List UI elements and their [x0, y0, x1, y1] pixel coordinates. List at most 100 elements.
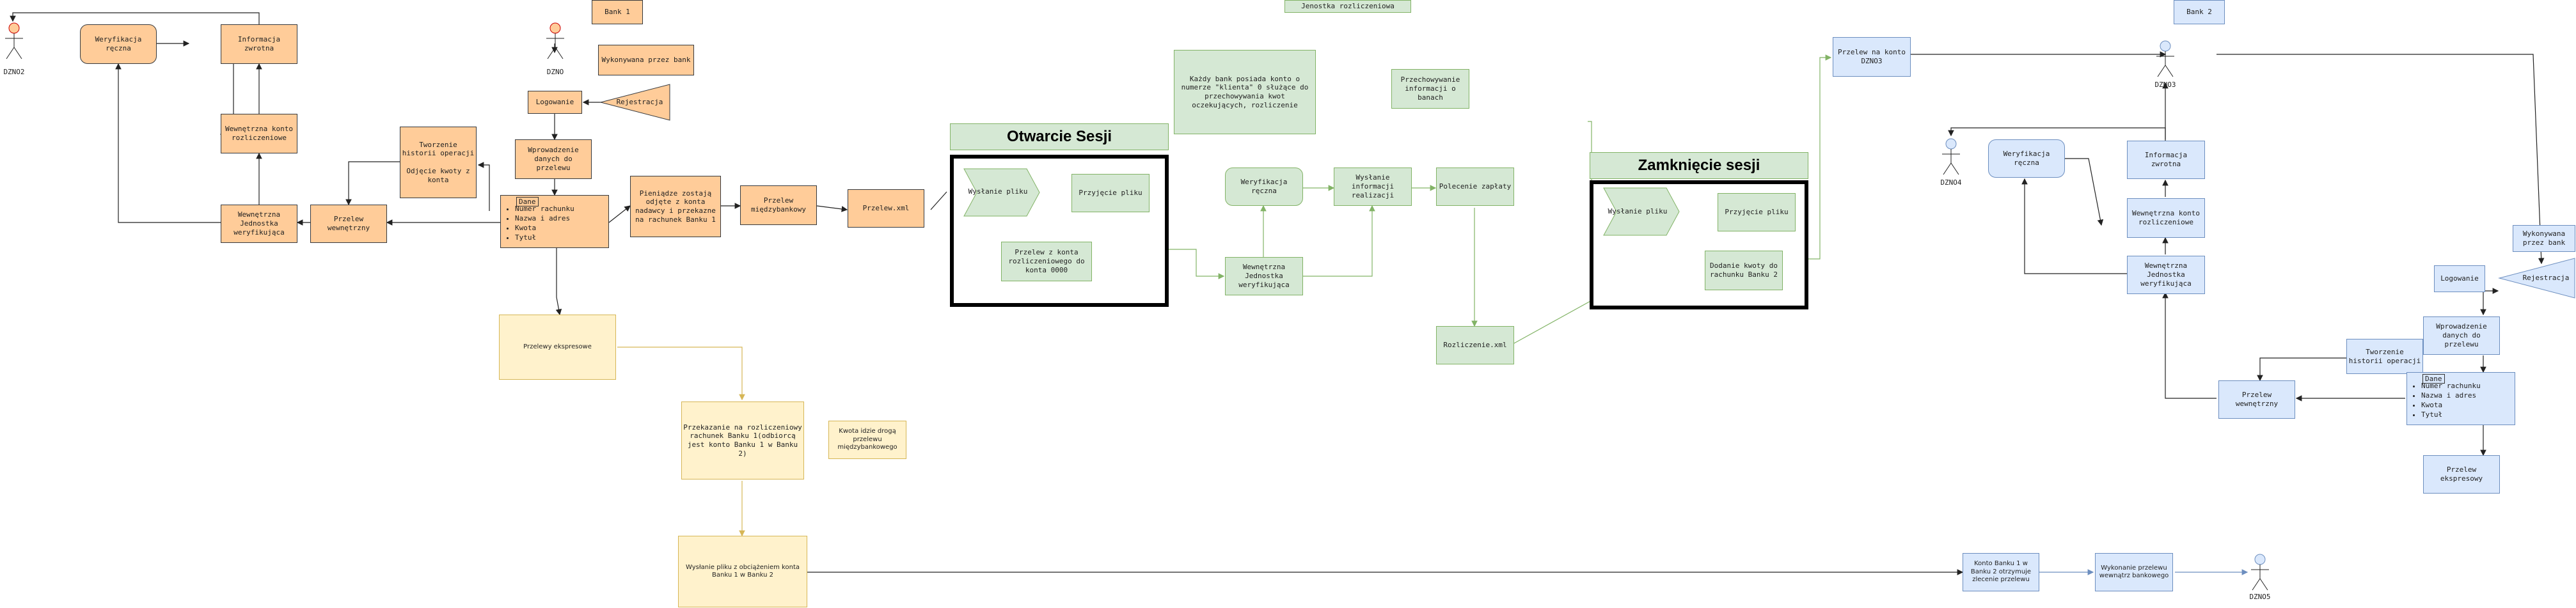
bank1-title: Bank 1	[592, 0, 643, 24]
dane-item: Tytuł	[515, 233, 604, 243]
b1-przelew-wewnetrzny[interactable]: Przelew wewnętrzny	[310, 205, 387, 243]
edge-hist-przelew2	[2257, 357, 2356, 382]
b1-informacja-zwrotna[interactable]: Informacja zwrotna	[221, 24, 297, 64]
b1-wewnetrzna-jednostka[interactable]: Wewnętrzna Jednostka weryfikująca	[221, 205, 297, 243]
b1-logowanie[interactable]: Logowanie	[528, 91, 582, 114]
b2-rejestracja-shape	[2498, 258, 2575, 299]
actor-dzno3: DZNO3	[2153, 40, 2178, 89]
edge-dane-pieniadze	[608, 205, 631, 223]
b1-wewnetrzna-konto[interactable]: Wewnętrzna konto rozliczeniowe	[221, 114, 297, 153]
b1-przelew-xml[interactable]: Przelew.xml	[848, 189, 924, 228]
edge-miedzy-xml	[816, 205, 848, 212]
edge-eksp-przek	[617, 347, 745, 401]
edge-info-dzno4	[1948, 127, 2166, 139]
actor-icon	[5, 22, 23, 59]
edge-close-przelewna	[1808, 54, 1832, 260]
b1-wykonywana-przez-bank[interactable]: Wykonywana przez bank	[598, 45, 694, 75]
b1-przekazanie[interactable]: Przekazanie na rozliczeniowy rachunek Ba…	[681, 401, 804, 479]
b2-informacja-zwrotna[interactable]: Informacja zwrotna	[2127, 141, 2205, 179]
actor-dzno: DZNO	[542, 22, 568, 76]
actor-label: DZNO5	[2249, 593, 2271, 601]
edge-jedn-weryf	[115, 63, 221, 223]
open-przelew-z-konta[interactable]: Przelew z konta rozliczeniowego do konta…	[1001, 242, 1092, 281]
edge-jedn-wysl	[1303, 205, 1375, 277]
close-wysylanie-pliku[interactable]: Wysłanie pliku	[1608, 207, 1668, 216]
b2-przelew-wewnetrzny[interactable]: Przelew wewnętrzny	[2218, 380, 2295, 419]
dane-header: Dane	[2422, 374, 2445, 384]
edge-dane-ekspres	[555, 248, 562, 316]
b2-logowanie[interactable]: Logowanie	[2434, 265, 2485, 292]
b1-dane-box: Dane Numer rachunku Nazwa i adres Kwota …	[500, 195, 609, 248]
actor-label: DZNO2	[3, 68, 25, 76]
b2-wewnetrzna-konto[interactable]: Wewnętrzna konto rozliczeniowe	[2127, 198, 2205, 238]
b1-wyslanie-pliku-ekspres[interactable]: Wysłanie pliku z obciążeniem konta Banku…	[678, 536, 807, 607]
b2-przelew-na-konto[interactable]: Przelew na konto DZNO3	[1833, 37, 1911, 77]
jednostka-title: Jenostka rozliczeniowa	[1284, 0, 1411, 13]
edge-weryf-konto	[2065, 158, 2104, 226]
close-dodanie-kwoty[interactable]: Dodanie kwoty do rachunku Banku 2	[1705, 251, 1783, 290]
dane-item: Numer rachunku	[2421, 382, 2511, 391]
edge-info-to-dzno2	[10, 12, 260, 35]
j-weryfikacja-reczna[interactable]: Weryfikacja ręczna	[1225, 168, 1303, 206]
edge-dzno3-rej	[2216, 54, 2545, 265]
b2-weryfikacja-reczna[interactable]: Weryfikacja ręczna	[1988, 139, 2065, 178]
edge-rozl-close	[1512, 256, 1592, 345]
b2-wykonywana-przez-bank[interactable]: Wykonywana przez bank	[2513, 225, 2575, 252]
b1-pieniadze-odjete[interactable]: Pieniądze zostają odjęte z konta nadawcy…	[630, 176, 721, 237]
bank2-title: Bank 2	[2174, 0, 2225, 24]
b1-weryfikacja-reczna[interactable]: Weryfikacja ręczna	[80, 24, 157, 64]
b1-rejestracja[interactable]: Rejestracja	[616, 98, 663, 107]
open-przyjecie-pliku[interactable]: Przyjęcie pliku	[1071, 174, 1150, 212]
b2-przelew-ekspresowy[interactable]: Przelew ekspresowy	[2423, 455, 2500, 494]
close-wysylanie-shape	[1603, 187, 1680, 236]
otwarcie-sesji-frame	[950, 155, 1169, 307]
dane-item: Tytuł	[2421, 410, 2511, 420]
dane-item: Numer rachunku	[515, 205, 604, 214]
j-rozliczenie-xml[interactable]: Rozliczenie.xml	[1436, 326, 1514, 364]
actor-icon	[2156, 40, 2174, 77]
j-wyslanie-informacji[interactable]: Wysłanie informacji realizacji	[1334, 168, 1412, 206]
actor-dzno5: DZNO5	[2247, 553, 2273, 601]
b2-rejestracja[interactable]: Rejestracja	[2522, 274, 2570, 283]
edge-xml-open	[930, 191, 947, 210]
j-wewnetrzna-jednostka[interactable]: Wewnętrzna Jednostka weryfikująca	[1225, 257, 1303, 295]
actor-label: DZNO4	[1940, 178, 1962, 187]
dane-list: Numer rachunku Nazwa i adres Kwota Tytuł	[2411, 382, 2511, 419]
edge-open-jedn	[1167, 249, 1225, 279]
actor-icon	[1942, 138, 1960, 175]
j-przechowywanie[interactable]: Przechowywanie informacji o banach	[1391, 69, 1469, 109]
zamkniecie-sesji-title: Zamknięcie sesji	[1590, 152, 1808, 179]
b1-rejestracja-shape	[599, 84, 670, 121]
b2-wprowadzenie-danych[interactable]: Wprowadzenie danych do przelewu	[2423, 316, 2500, 355]
dane-item: Kwota	[2421, 401, 2511, 410]
otwarcie-sesji-title: Otwarcie Sesji	[950, 123, 1169, 150]
actor-label: DZNO	[546, 68, 564, 76]
close-przyjecie-pliku[interactable]: Przyjęcie pliku	[1718, 193, 1796, 231]
b2-wewnetrzna-jednostka[interactable]: Wewnętrzna Jednostka weryfikująca	[2127, 256, 2205, 294]
open-wysylanie-shape	[963, 168, 1040, 217]
b1-historia-operacji[interactable]: Tworzenie historii operacji Odjęcie kwot…	[400, 127, 477, 198]
edge-historia-przelew	[345, 161, 400, 206]
dane-item: Kwota	[515, 224, 604, 233]
actor-dzno4: DZNO4	[1938, 137, 1964, 187]
open-wysylanie-pliku[interactable]: Wysłanie pliku	[968, 187, 1028, 196]
dane-header: Dane	[516, 197, 539, 207]
actor-icon	[2251, 554, 2269, 591]
actor-icon	[546, 22, 564, 59]
b2-konto-banku[interactable]: Konto Banku 1 w Banku 2 otrzymuje zlecen…	[1963, 553, 2039, 591]
zamkniecie-sesji-frame	[1590, 180, 1808, 309]
j-polecenie-zaplaty[interactable]: Polecenie zapłaty	[1436, 168, 1514, 206]
b1-przelewy-ekspresowe[interactable]: Przelewy ekspresowe	[499, 315, 616, 380]
edge-dane-historia	[477, 162, 490, 211]
actor-dzno2: DZNO2	[1, 22, 27, 76]
edge-jedn-weryf2	[2021, 178, 2127, 274]
dane-list: Numer rachunku Nazwa i adres Kwota Tytuł	[505, 205, 604, 242]
b2-wykonanie-przelewu[interactable]: Wykonanie przelewu wewnątrz bankowego	[2095, 553, 2173, 591]
b2-historia-operacji[interactable]: Tworzenie historii operacji	[2346, 339, 2423, 374]
edge-przelew-jedn2	[2162, 292, 2216, 399]
b2-dane-box: Dane Numer rachunku Nazwa i adres Kwota …	[2406, 372, 2515, 425]
actor-label: DZNO3	[2154, 81, 2176, 89]
b1-przelew-miedzybankowy[interactable]: Przelew międzybankowy	[740, 185, 817, 225]
b1-wprowadzenie-danych[interactable]: Wprowadzenie danych do przelewu	[515, 139, 592, 179]
